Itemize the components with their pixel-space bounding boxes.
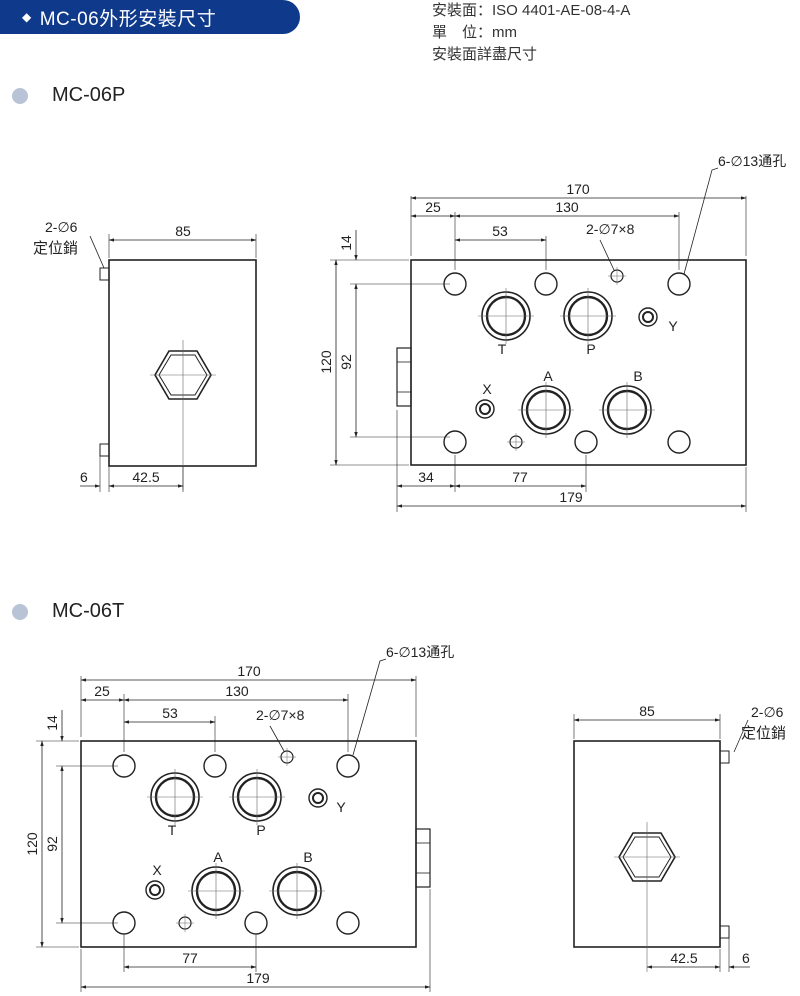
t-dim-130: 130 <box>225 683 249 699</box>
t-dim-53: 53 <box>162 705 178 721</box>
p-dim-130: 130 <box>555 199 579 215</box>
spec-block: 安裝面：ISO 4401-AE-08-4-A 單 位：mm 安裝面詳盡尺寸 <box>432 0 630 66</box>
t-port-B: B <box>303 849 312 865</box>
section-mc06t-label: MC-06T <box>52 600 125 622</box>
p-port-A: A <box>543 368 553 384</box>
t-dim-77: 77 <box>182 950 198 966</box>
t-side-view: 85 2-∅6 定位銷 42.5 6 <box>573 703 786 972</box>
p-front-view: T P Y A B X 170 25 130 53 2-∅7×8 6-∅13通孔… <box>318 153 786 512</box>
t-dim-92: 92 <box>44 836 60 852</box>
p-dim-120: 120 <box>318 350 334 374</box>
spec-unit: 單 位：mm <box>432 24 517 41</box>
p-dim-53: 53 <box>492 223 508 239</box>
t-port-T: T <box>168 822 177 838</box>
p-pin-label-1: 2-∅6 <box>45 219 78 235</box>
p-port-X: X <box>482 381 492 397</box>
section-bullet-icon <box>12 87 28 104</box>
t-dim-170: 170 <box>237 663 261 679</box>
p-side-offset-6: 6 <box>80 469 88 485</box>
p-port-T: T <box>498 341 507 357</box>
p-dim-14: 14 <box>338 235 354 251</box>
t-pin-label-1: 2-∅6 <box>751 704 784 720</box>
diamond-bullet-icon: ◆ <box>22 10 32 24</box>
t-dim-179: 179 <box>246 970 270 986</box>
section-mc06t-title: MC-06T <box>12 600 124 623</box>
t-dim-120: 120 <box>24 832 40 856</box>
t-side-offset-6: 6 <box>742 950 750 966</box>
t-front-view: T P Y A B X 170 25 130 53 2-∅7×8 6-∅13通孔… <box>24 644 454 992</box>
section-bullet-icon <box>12 603 28 620</box>
section-mc06p-title: MC-06P <box>12 84 125 107</box>
section-mc06p-label: MC-06P <box>52 84 126 106</box>
p-dim-77: 77 <box>512 469 528 485</box>
t-side-width-85: 85 <box>639 703 655 719</box>
page-title: MC-06外形安裝尺寸 <box>39 8 217 30</box>
p-port-P: P <box>586 341 595 357</box>
t-port-X: X <box>152 862 162 878</box>
p-port-Y: Y <box>668 318 678 334</box>
p-pin-label-2: 定位銷 <box>33 240 78 257</box>
p-dim-25: 25 <box>425 199 441 215</box>
p-dim-179: 179 <box>559 489 583 505</box>
t-port-Y: Y <box>336 799 346 815</box>
t-port-P: P <box>256 822 265 838</box>
p-through-holes: 6-∅13通孔 <box>718 153 786 169</box>
t-through-holes: 6-∅13通孔 <box>386 644 454 660</box>
t-dim-25: 25 <box>94 683 110 699</box>
p-dim-170: 170 <box>566 181 590 197</box>
header-title-bar: ◆ MC-06外形安裝尺寸 <box>0 0 300 34</box>
p-port-B: B <box>633 368 642 384</box>
t-port-A: A <box>213 849 223 865</box>
p-dim-34: 34 <box>418 469 434 485</box>
p-dim-92: 92 <box>338 354 354 370</box>
p-small-holes: 2-∅7×8 <box>586 221 635 237</box>
p-side-view: 85 2-∅6 定位銷 6 42.5 <box>33 219 257 492</box>
t-side-offset-42-5: 42.5 <box>670 950 697 966</box>
t-pin-label-2: 定位銷 <box>741 725 786 742</box>
p-side-offset-42-5: 42.5 <box>132 469 159 485</box>
spec-detail-note: 安裝面詳盡尺寸 <box>432 46 538 63</box>
t-small-holes: 2-∅7×8 <box>256 707 305 723</box>
t-dim-14: 14 <box>44 715 60 731</box>
p-side-width-85: 85 <box>175 223 191 239</box>
spec-mounting-face: 安裝面：ISO 4401-AE-08-4-A <box>432 2 631 19</box>
